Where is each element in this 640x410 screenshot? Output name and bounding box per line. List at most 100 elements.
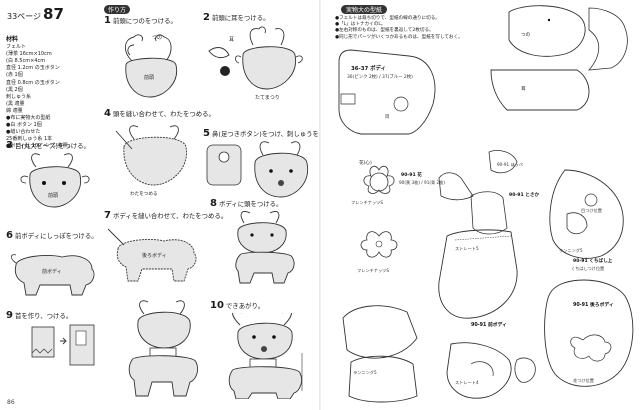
- front-body-pattern: [438, 229, 518, 319]
- material-item: ●ボディは 100 ページ参照。: [6, 143, 73, 150]
- back-body-pattern: [544, 279, 634, 387]
- pattern-label: 90-91 花: [401, 171, 422, 178]
- step-9: 9 首を作り、つける。: [6, 310, 110, 398]
- pattern-note: ●フェルトは裁ち切りで、型紙の線の通りに切る。: [335, 16, 440, 21]
- pattern-label: 花(心): [359, 159, 372, 166]
- pattern-label: 36-37 ボディ: [351, 64, 386, 72]
- comb-pattern: [470, 191, 508, 235]
- nose-button-icon: [218, 151, 230, 163]
- straight-stitch-label: ストレート5: [455, 246, 479, 251]
- tail-icon: [11, 254, 17, 264]
- step-7: 7 ボディを縫い合わせて、わたをつめる。 後ろボディ: [104, 210, 227, 295]
- needle-icon: [115, 130, 133, 150]
- step-9-figure: [31, 324, 95, 366]
- pattern-label: 90-91 後ろボディ: [573, 301, 614, 308]
- step-number: 3: [6, 140, 13, 151]
- beak-pattern: [566, 212, 588, 235]
- front-head-label: 前頭: [48, 192, 58, 199]
- straight-stitch-label: ストレート4: [455, 380, 479, 385]
- pattern-label: 耳: [521, 86, 526, 92]
- step-number: 1: [104, 15, 111, 26]
- material-item: 25番刺しゅう糸 1本: [6, 136, 53, 143]
- finished-reindeer-figure: [228, 313, 303, 399]
- pattern-label: 90-91 前ボディ: [471, 321, 507, 328]
- material-item: 刺しゅう糸: [6, 93, 32, 100]
- step-2: 2 前頭に耳をつける。 耳 たてまつり: [203, 12, 315, 107]
- eye-icon: [42, 181, 46, 185]
- eye-icon: [289, 169, 293, 173]
- beak-position-label: くちばしつけ位置: [571, 265, 604, 272]
- step-9-finish: [110, 300, 210, 400]
- material-item: ●縫い合わせた: [6, 129, 41, 136]
- step-1-figure: 前頭 つの: [125, 34, 178, 98]
- ear-pattern: [490, 69, 590, 111]
- step-6: 6 前ボディにしっぽをつける。 前ボディ: [6, 230, 104, 298]
- page-reference-label: 33ページ: [7, 12, 42, 21]
- wing-pattern: [438, 172, 474, 201]
- eye-icon: [250, 233, 254, 237]
- nose-icon: [278, 180, 284, 186]
- material-item: フェルト: [6, 44, 27, 51]
- pattern-sheet: 36-37 ボディ 36(ピンク 2枚) / 37(ブルー 2枚) 目 つの 耳…: [338, 5, 634, 403]
- step-number: 6: [6, 230, 13, 241]
- book-gutter: [319, 0, 321, 410]
- back-body-label: 後ろボディ: [142, 252, 167, 259]
- step-7-figure: 後ろボディ: [107, 228, 197, 282]
- small-flower-pattern: [360, 231, 398, 258]
- step-text: ボディを縫い合わせて、わたをつめる。: [112, 212, 228, 220]
- antler-pattern: [508, 5, 586, 57]
- pattern-colors: 90(黄 3枚) / 91(青 2枚): [399, 179, 445, 186]
- step-text: 目(丸大ビーズ)をつける。: [14, 142, 90, 150]
- pattern-colors: 36(ピンク 2枚) / 37(ブルー 2枚): [347, 73, 413, 80]
- eye-icon: [272, 335, 276, 339]
- materials-list: 材料 フェルト (薄茶 16cm×10cm (白 8.5cm×4cm 直径 1.…: [6, 36, 100, 151]
- step-5: 5 鼻(足つきボタン)をつけ、刺しゅうをする。: [203, 128, 320, 210]
- step-text: 前頭につのをつける。: [112, 17, 177, 25]
- nose-icon: [261, 346, 267, 352]
- step-9-finish-figure: [128, 300, 199, 397]
- pattern-tag: 実物大の型紙: [341, 5, 388, 14]
- left-page: 33ページ 87 材料 フェルト (薄茶 16cm×10cm (白 8.5cm×…: [6, 5, 320, 406]
- step-4: 4 頭を縫い合わせて、わたをつめる。 わたをつめる: [104, 108, 215, 203]
- step-text: ボディに頭をつける。: [218, 200, 283, 208]
- step-10: 10 できあがり。: [210, 300, 316, 400]
- pattern-note: ●左右対称のものは、型紙を裏返して2枚切る。: [335, 28, 434, 34]
- body-36-37-pattern: [338, 49, 436, 135]
- material-item: (薄茶 16cm×10cm: [6, 51, 52, 58]
- step-3-figure: 前頭: [20, 153, 90, 208]
- bottom-middle-pattern: [446, 342, 512, 399]
- pattern-label: 90-91 くちばし上: [573, 257, 613, 264]
- pattern-label: 90-91 とさか: [509, 191, 539, 198]
- needle-icon: [107, 228, 125, 246]
- eye-icon: [269, 169, 273, 173]
- arrow-right-icon: [60, 337, 67, 345]
- flower-position-label: 花つけ位置: [573, 377, 594, 384]
- step-text: 鼻(足つきボタン)をつけ、刺しゅうをする。: [211, 130, 320, 138]
- material-item: (黒 2個: [6, 86, 23, 93]
- step-3: 3 目(丸大ビーズ)をつける。 前頭: [6, 140, 102, 220]
- cheek-label: 90-91 ほっぺ: [497, 162, 523, 168]
- step-number: 4: [104, 108, 111, 119]
- step-number: 5: [203, 128, 210, 139]
- step-6-figure: 前ボディ: [11, 254, 95, 296]
- step-text: 前頭に耳をつける。: [211, 14, 270, 22]
- step-8: 8 ボディに頭をつける。: [210, 198, 316, 286]
- eye-position-label: 目つけ位置: [581, 207, 602, 214]
- running-stitch-label: ランニング5: [353, 369, 377, 376]
- material-item: 直径 1.2cm の玉ボタン: [6, 65, 60, 72]
- front-head-label: 前頭: [144, 74, 154, 81]
- eye-label: 目: [385, 114, 389, 120]
- pattern-note: ●「L」はトナカイのL。: [335, 22, 386, 28]
- material-item: 綿 適量: [6, 107, 23, 114]
- pattern-notes: ●フェルトは裁ち切りで、型紙の線の通りに切る。 ●「L」はトナカイのL。 ●左右…: [335, 16, 485, 41]
- pattern-label: つの: [521, 32, 531, 38]
- step-text: 首を作り、つける。: [14, 312, 73, 320]
- step-1: 作り方 1 前頭につのをつける。 前頭 つの: [104, 5, 199, 105]
- step-text: できあがり。: [225, 302, 265, 310]
- front-body-label: 前ボディ: [42, 268, 62, 275]
- step-number: 2: [203, 12, 210, 23]
- needle-knot-icon: [220, 66, 230, 76]
- method-tag: 作り方: [104, 5, 131, 14]
- step-text: 前ボディにしっぽをつける。: [14, 232, 98, 240]
- flower-center-pattern: [369, 172, 389, 192]
